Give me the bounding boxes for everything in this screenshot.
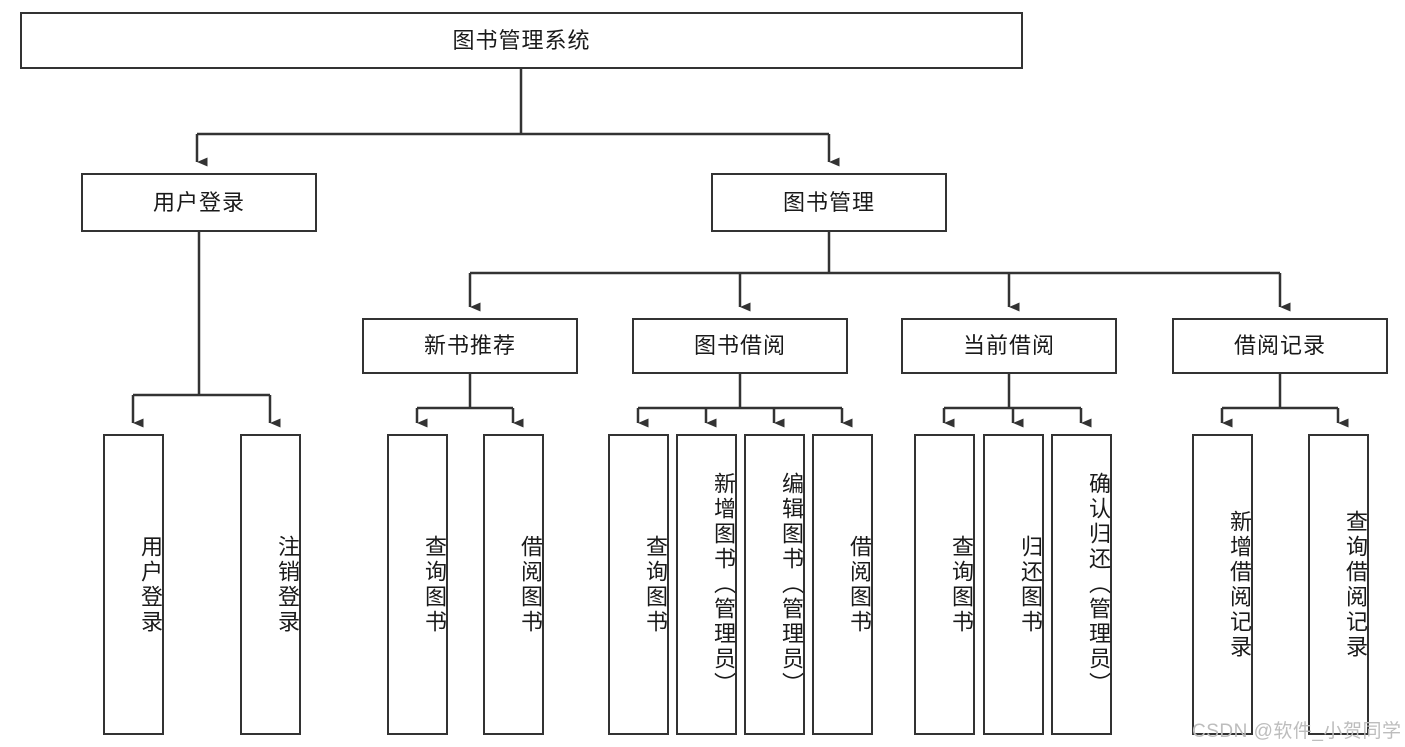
node-label: 用户登录 <box>138 534 163 635</box>
node-leaf-confirm-return[interactable]: 确认归还（管理员） <box>1051 434 1112 735</box>
node-label: 查询借阅记录 <box>1343 509 1368 660</box>
node-label: 用户登录 <box>152 189 245 215</box>
node-current-borrow[interactable]: 当前借阅 <box>901 318 1117 374</box>
node-leaf-borrow-book[interactable]: 借阅图书 <box>812 434 873 735</box>
node-label: 借阅记录 <box>1233 333 1326 359</box>
node-label: 确认归还（管理员） <box>1086 472 1111 697</box>
node-borrow-record[interactable]: 借阅记录 <box>1172 318 1388 374</box>
node-leaf-add-record[interactable]: 新增借阅记录 <box>1192 434 1253 735</box>
node-label: 图书管理 <box>782 189 875 215</box>
node-label: 编辑图书（管理员） <box>779 472 804 697</box>
node-label: 借阅图书 <box>518 534 543 635</box>
node-book-borrow[interactable]: 图书借阅 <box>632 318 848 374</box>
node-root[interactable]: 图书管理系统 <box>20 12 1023 69</box>
watermark-label: CSDN @软件_小贺同学 <box>1192 721 1402 742</box>
node-label: 新增图书（管理员） <box>711 472 736 697</box>
node-label: 借阅图书 <box>847 534 872 635</box>
node-label: 注销登录 <box>275 534 300 635</box>
node-leaf-borrow-book-rec[interactable]: 借阅图书 <box>483 434 544 735</box>
node-leaf-query-record[interactable]: 查询借阅记录 <box>1308 434 1369 735</box>
node-book-manage[interactable]: 图书管理 <box>711 173 947 232</box>
node-leaf-user-login[interactable]: 用户登录 <box>103 434 164 735</box>
node-label: 查询图书 <box>643 534 668 635</box>
node-label: 图书管理系统 <box>452 27 591 53</box>
node-leaf-query-book-rec[interactable]: 查询图书 <box>387 434 448 735</box>
node-label: 图书借阅 <box>693 333 786 359</box>
node-label: 新书推荐 <box>423 333 516 359</box>
node-leaf-edit-book[interactable]: 编辑图书（管理员） <box>744 434 805 735</box>
node-label: 查询图书 <box>422 534 447 635</box>
node-label: 当前借阅 <box>962 333 1055 359</box>
node-user-login[interactable]: 用户登录 <box>81 173 317 232</box>
node-label: 新增借阅记录 <box>1227 509 1252 660</box>
node-new-book-rec[interactable]: 新书推荐 <box>362 318 578 374</box>
node-leaf-query-book-cur[interactable]: 查询图书 <box>914 434 975 735</box>
node-leaf-logout[interactable]: 注销登录 <box>240 434 301 735</box>
node-leaf-query-book[interactable]: 查询图书 <box>608 434 669 735</box>
node-label: 查询图书 <box>949 534 974 635</box>
node-leaf-add-book[interactable]: 新增图书（管理员） <box>676 434 737 735</box>
node-label: 归还图书 <box>1018 534 1043 635</box>
node-leaf-return-book[interactable]: 归还图书 <box>983 434 1044 735</box>
